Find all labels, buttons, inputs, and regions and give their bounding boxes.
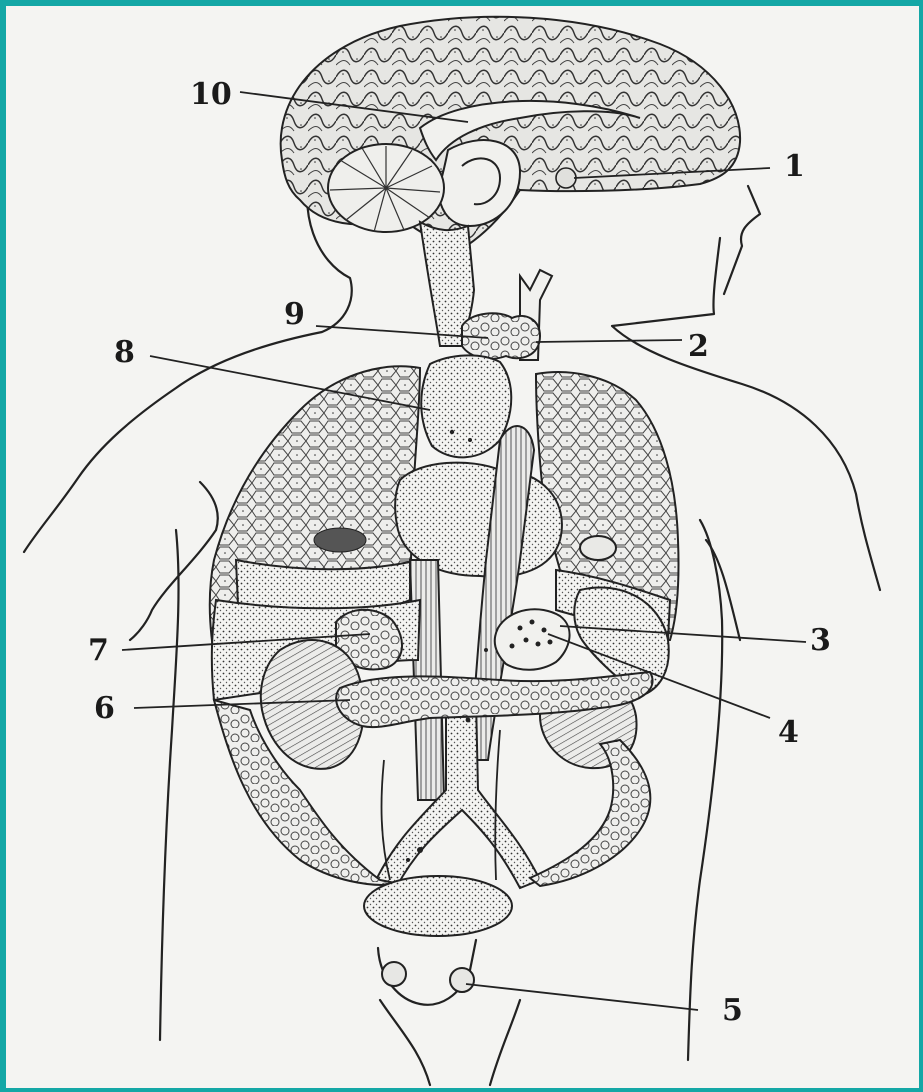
label-8: 8 <box>114 335 135 370</box>
bladder <box>364 876 512 936</box>
brain <box>281 17 740 250</box>
label-2: 2 <box>688 329 709 364</box>
label-10: 10 <box>190 77 232 112</box>
label-9: 9 <box>284 297 305 332</box>
label-3: 3 <box>810 623 831 658</box>
testes <box>378 940 476 1005</box>
label-6: 6 <box>94 691 115 726</box>
thymus <box>421 355 511 457</box>
thyroid <box>462 313 540 358</box>
label-1: 1 <box>784 149 805 184</box>
spleen-region <box>495 609 570 670</box>
label-4: 4 <box>778 715 799 750</box>
label-5: 5 <box>722 993 743 1028</box>
label-7: 7 <box>88 633 109 668</box>
